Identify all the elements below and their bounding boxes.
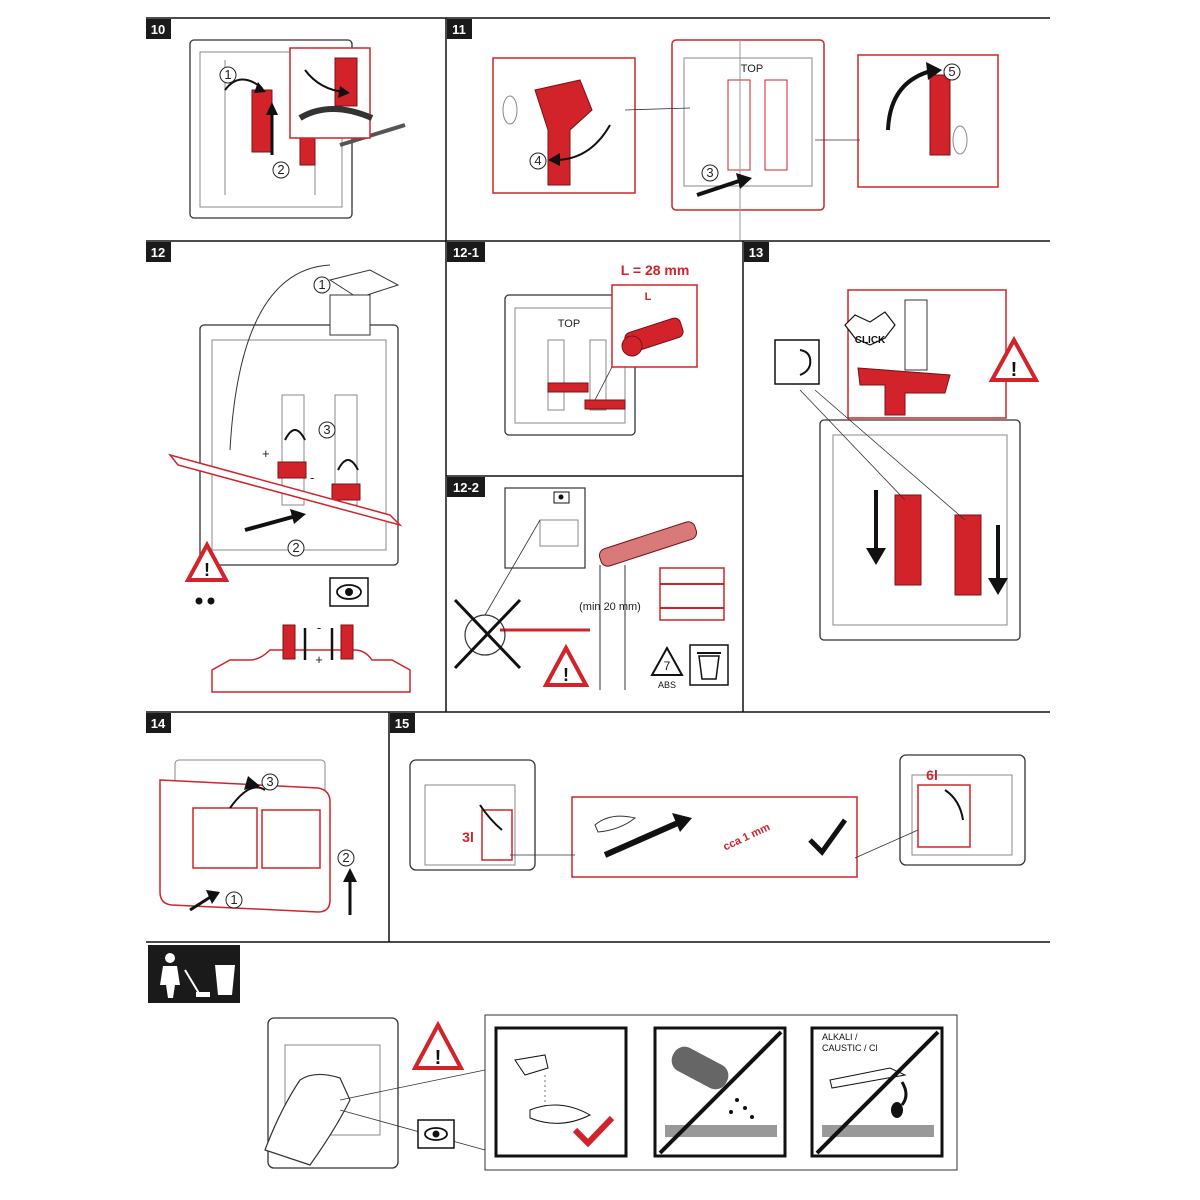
panel-12-cover-detail: + - [211, 620, 411, 693]
step-label-13: 13 [744, 242, 769, 262]
step-label-12-2: 12-2 [447, 477, 485, 497]
water-allowed-box [494, 1026, 628, 1158]
frame-top-label-12-1: TOP [558, 318, 580, 330]
panel-12-1-illustration [504, 284, 698, 436]
eye-icon-cleaning [417, 1119, 455, 1149]
panel-14-illustration [159, 759, 357, 915]
frame-top-label-11: TOP [741, 63, 763, 75]
svg-text:4: 4 [534, 153, 541, 168]
callout-2: 2 [272, 161, 290, 179]
svg-text:10: 10 [151, 22, 165, 37]
step-label-11: 11 [447, 19, 472, 39]
callout-4: 4 [529, 152, 547, 170]
step-label-14: 14 [146, 713, 171, 733]
abrasive-forbidden-box [653, 1026, 787, 1158]
svg-text:ABS: ABS [658, 680, 676, 690]
cleaning-illustration [264, 1017, 486, 1169]
svg-text:2: 2 [292, 540, 299, 555]
svg-text:!: ! [1011, 359, 1018, 381]
panel-10-frame-illustration [189, 39, 406, 219]
small-flush-label: 3l [462, 829, 474, 845]
warning-triangle-icon-13: ! [988, 335, 1040, 382]
svg-text:11: 11 [452, 22, 466, 37]
svg-text:!: ! [435, 1047, 442, 1069]
panel-grid [146, 17, 1050, 943]
callout-3-panel-12: 3 [318, 421, 336, 439]
step-label-10: 10 [146, 19, 171, 39]
svg-text:12-1: 12-1 [453, 245, 479, 260]
dimension-letter: L [645, 291, 652, 303]
min-distance-label: (min 20 mm) [579, 601, 641, 613]
svg-text:-: - [317, 620, 321, 635]
svg-text:12-2: 12-2 [453, 480, 479, 495]
svg-text:!: ! [563, 665, 569, 685]
svg-text:3: 3 [323, 422, 330, 437]
panel-12-frame-illustration: + - [167, 264, 403, 566]
warning-triangle-icon: ! [184, 540, 230, 605]
svg-text:15: 15 [395, 716, 409, 731]
callout-3-panel-14: 3 [261, 773, 279, 791]
step-label-15: 15 [390, 713, 415, 733]
svg-text:14: 14 [151, 716, 166, 731]
callout-5: 5 [943, 63, 961, 81]
worker-cleaning-icon [148, 945, 240, 1003]
svg-text:3: 3 [266, 774, 273, 789]
callout-3-panel-11: 3 [701, 164, 719, 182]
waste-bin-icon [689, 644, 729, 686]
large-flush-label: 6l [926, 767, 938, 783]
svg-text:2: 2 [342, 850, 349, 865]
svg-text:12: 12 [151, 245, 165, 260]
svg-text:7: 7 [664, 659, 671, 673]
warning-triangle-icon-12-2: ! [542, 643, 590, 687]
step-label-12-1: 12-1 [447, 242, 485, 262]
panel-15-illustration [409, 754, 1026, 878]
svg-text:+: + [315, 652, 323, 667]
svg-text:3: 3 [706, 165, 713, 180]
svg-text:1: 1 [224, 67, 231, 82]
recycle-icon: 7 ABS [650, 645, 684, 690]
panel-13-illustration [774, 289, 1021, 641]
svg-text:+: + [262, 446, 270, 461]
click-label: CLICK [855, 335, 886, 346]
svg-text:13: 13 [749, 245, 763, 260]
svg-text:2: 2 [277, 162, 284, 177]
callout-1-panel-14: 1 [225, 891, 243, 909]
callout-2-panel-14: 2 [337, 849, 355, 867]
svg-text:1: 1 [230, 892, 237, 907]
callout-1: 1 [219, 66, 237, 84]
step-label-12: 12 [146, 242, 171, 262]
length-label: L = 28 mm [621, 262, 690, 278]
callout-2-panel-12: 2 [287, 539, 305, 557]
svg-text:1: 1 [318, 277, 325, 292]
svg-text:!: ! [204, 560, 210, 580]
panel-12-2-illustration [453, 487, 725, 690]
chemical-label: ALKALI / CAUSTIC / Cl [822, 1032, 878, 1053]
chemical-forbidden-box: ALKALI / CAUSTIC / Cl [810, 1026, 944, 1158]
svg-text:-: - [310, 470, 314, 485]
svg-text:5: 5 [948, 64, 955, 79]
callout-1-panel-12: 1 [313, 276, 331, 294]
warning-triangle-icon-cleaning: ! [411, 1020, 465, 1070]
eye-icon [329, 577, 369, 607]
